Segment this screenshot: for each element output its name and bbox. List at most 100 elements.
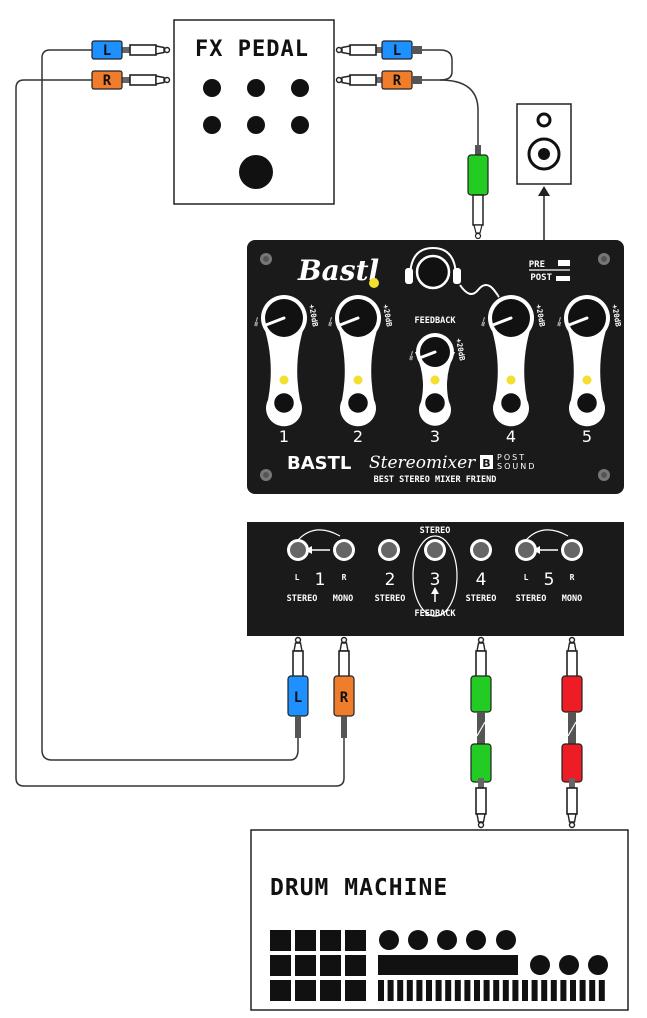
channel-number: 4: [506, 427, 516, 446]
step-button[interactable]: [522, 980, 528, 1001]
step-button[interactable]: [541, 980, 548, 1001]
jack-ch1-mono[interactable]: [333, 539, 355, 561]
step-button[interactable]: [531, 980, 538, 1001]
step-button[interactable]: [464, 980, 471, 1001]
channel-jack[interactable]: [422, 390, 448, 416]
jack-ch5-mono[interactable]: [561, 539, 583, 561]
step-button[interactable]: [378, 980, 384, 1001]
fx-knob[interactable]: [203, 116, 221, 134]
fx-knob[interactable]: [247, 79, 265, 97]
channel-jack[interactable]: [574, 390, 600, 416]
jack-ch4[interactable]: [470, 539, 492, 561]
pre-post-switch[interactable]: [558, 260, 570, 266]
label-ch5: 5: [544, 570, 555, 590]
logo-led: [369, 278, 379, 288]
plug-label-r: R: [340, 690, 349, 706]
step-button[interactable]: [550, 980, 557, 1001]
drum-pad[interactable]: [320, 955, 341, 976]
channel-number: 3: [430, 427, 440, 446]
drum-pad[interactable]: [270, 930, 291, 951]
knob-max-label: +20dB: [454, 338, 467, 362]
step-button[interactable]: [483, 980, 490, 1001]
screw: [260, 469, 272, 481]
green-cable: [470, 636, 492, 829]
drum-pad[interactable]: [295, 980, 316, 1001]
drum-button[interactable]: [530, 955, 550, 975]
step-button[interactable]: [598, 980, 605, 1001]
channel-number: 5: [582, 427, 592, 446]
drum-button[interactable]: [379, 930, 399, 950]
step-button[interactable]: [426, 980, 432, 1001]
step-button[interactable]: [445, 980, 452, 1001]
channel-strip: 3 ∞− +20dB: [406, 333, 467, 446]
drum-button[interactable]: [496, 930, 516, 950]
headphone-volume-knob[interactable]: [415, 254, 451, 290]
screw: [598, 469, 610, 481]
headphone-icon: [405, 246, 500, 298]
product-script: Stereomixer: [369, 453, 476, 473]
step-button[interactable]: [416, 980, 423, 1001]
jack-ch3[interactable]: [424, 539, 446, 561]
plug-label-r: R: [393, 73, 402, 89]
channel-jack[interactable]: [271, 390, 297, 416]
step-button[interactable]: [502, 980, 509, 1001]
knob-min-label: ∞−: [406, 350, 417, 361]
knob-max-label: +20dB: [381, 304, 394, 328]
drum-pad[interactable]: [345, 955, 366, 976]
step-button[interactable]: [406, 980, 413, 1001]
plug-label-l: L: [294, 690, 302, 706]
drum-button[interactable]: [437, 930, 457, 950]
label-ch1-stereo: STEREO: [287, 594, 318, 604]
speaker: [516, 103, 572, 240]
drum-button[interactable]: [559, 955, 579, 975]
knob-min-label: ∞−: [554, 316, 565, 327]
drum-pad[interactable]: [320, 930, 341, 951]
step-button[interactable]: [512, 980, 519, 1001]
step-button[interactable]: [474, 980, 480, 1001]
step-button[interactable]: [589, 980, 596, 1001]
drum-button[interactable]: [466, 930, 486, 950]
step-button[interactable]: [435, 980, 442, 1001]
drum-pad[interactable]: [295, 930, 316, 951]
channel-strip: 2∞−+20dB: [325, 295, 394, 446]
drum-button[interactable]: [588, 955, 608, 975]
fx-footswitch[interactable]: [239, 155, 273, 189]
label-l: L: [295, 573, 300, 582]
red-cable: [561, 636, 583, 829]
step-button[interactable]: [454, 980, 461, 1001]
channel-led: [279, 375, 289, 385]
step-button[interactable]: [387, 980, 394, 1001]
drum-machine-title: DRUM MACHINE: [270, 875, 448, 901]
drum-pad[interactable]: [270, 980, 291, 1001]
fx-knob[interactable]: [247, 116, 265, 134]
drum-pad[interactable]: [345, 930, 366, 951]
brand-badge: [480, 455, 493, 469]
mixer-top-green-plug: [467, 145, 489, 240]
drum-pad[interactable]: [295, 955, 316, 976]
step-button[interactable]: [493, 980, 500, 1001]
channel-strip: 1∞−+20dB: [251, 295, 320, 446]
fx-knob[interactable]: [291, 116, 309, 134]
bottom-right-plug: R: [333, 636, 355, 738]
brand-badge-letter: B: [482, 457, 490, 470]
step-button[interactable]: [397, 980, 404, 1001]
step-button[interactable]: [560, 980, 567, 1001]
channel-strip: 4∞−+20dB: [478, 295, 547, 446]
step-button[interactable]: [579, 980, 586, 1001]
drum-pad[interactable]: [345, 980, 366, 1001]
drum-pad[interactable]: [320, 980, 341, 1001]
drum-button[interactable]: [408, 930, 428, 950]
fx-knob[interactable]: [291, 79, 309, 97]
jack-ch5-stereo[interactable]: [515, 539, 537, 561]
channel-led: [430, 375, 440, 385]
jack-ch2[interactable]: [378, 539, 400, 561]
step-button[interactable]: [570, 980, 576, 1001]
mixer-panel: Bastl PRE POST FEEDBACK 1∞−+20dB2∞−+20dB…: [247, 240, 624, 494]
fx-in-right-plug: R: [91, 70, 171, 90]
cable-fx-right-in: [15, 79, 345, 787]
drum-pad[interactable]: [270, 955, 291, 976]
jack-ch1-stereo[interactable]: [287, 539, 309, 561]
channel-jack[interactable]: [498, 390, 524, 416]
fx-knob[interactable]: [203, 79, 221, 97]
channel-jack[interactable]: [345, 390, 371, 416]
